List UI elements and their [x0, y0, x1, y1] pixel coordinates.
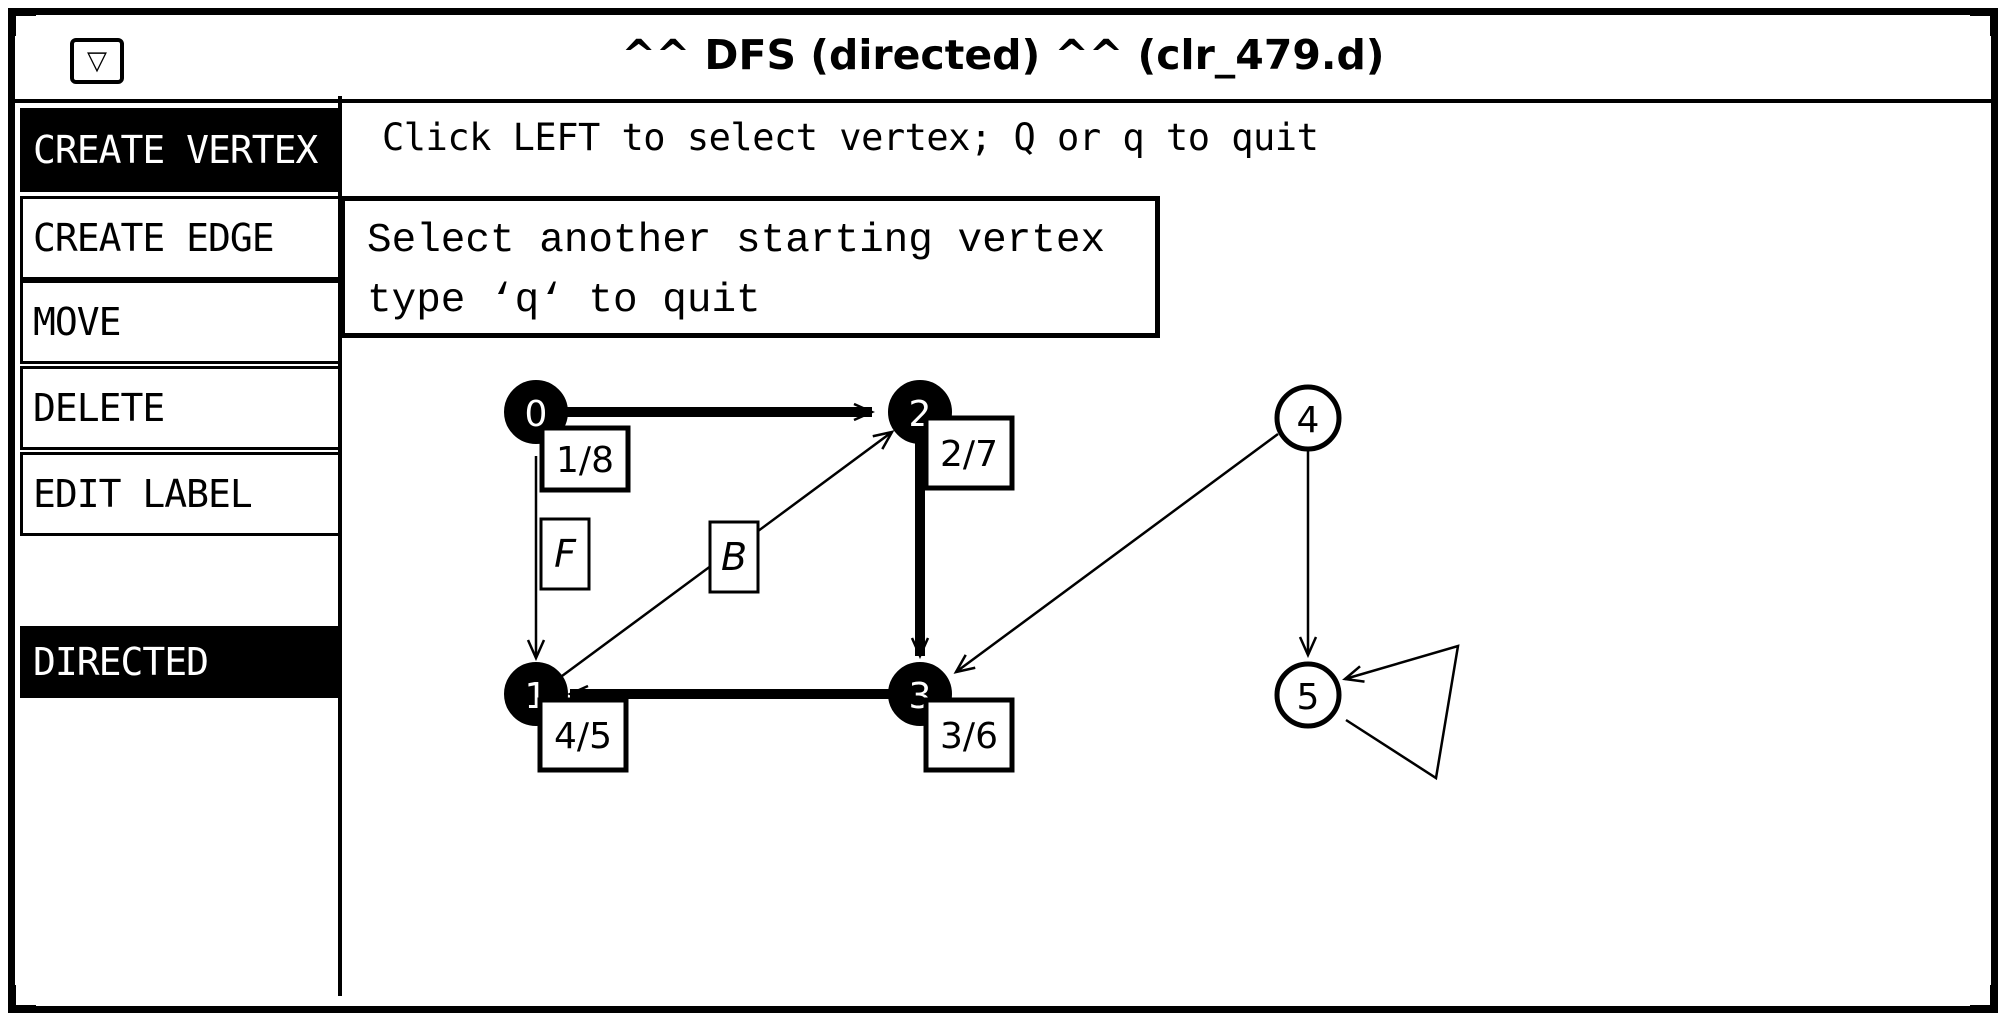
vertex-4-label: 4: [1297, 400, 1320, 441]
vertex-2-label: 2: [909, 394, 932, 435]
prompt-line-2: type ‘q‘ to quit: [367, 278, 761, 324]
tool-sidebar: CREATE VERTEX CREATE EDGE MOVE DELETE ED…: [20, 96, 342, 996]
edit-label-button[interactable]: EDIT LABEL: [20, 452, 338, 536]
edge-label-b[interactable]: B: [708, 520, 760, 594]
edge-5-5-self-loop[interactable]: [1345, 644, 1460, 781]
prompt-dialog: Select another starting vertex type ‘q‘ …: [340, 196, 1160, 338]
delete-button[interactable]: DELETE: [20, 366, 338, 450]
move-button[interactable]: MOVE: [20, 280, 338, 364]
edge-4-3[interactable]: [956, 432, 1279, 672]
directed-mode-toggle[interactable]: DIRECTED: [20, 626, 338, 698]
status-message: Click LEFT to select vertex; Q or q to q…: [382, 116, 1319, 159]
vertex-3[interactable]: 3: [888, 662, 952, 726]
vertex-3-label: 3: [909, 676, 932, 717]
prompt-line-1: Select another starting vertex: [367, 218, 1106, 264]
triangle-down-icon: ▽: [87, 46, 107, 76]
resize-corner-bottom-left[interactable]: [13, 985, 36, 1008]
vertex-1[interactable]: 1: [504, 662, 568, 726]
resize-corner-bottom-right[interactable]: [1970, 985, 1993, 1008]
window-title: ^^ DFS (directed) ^^ (clr_479.d): [621, 31, 1385, 79]
resize-corner-top-right[interactable]: [1970, 13, 1993, 36]
vertex-4[interactable]: 4: [1274, 384, 1342, 452]
create-edge-button[interactable]: CREATE EDGE: [20, 196, 338, 280]
edge-label-b-text: B: [721, 535, 747, 579]
window-menu-button[interactable]: ▽: [70, 38, 124, 84]
vertex-2[interactable]: 2: [888, 380, 952, 444]
edge-label-f-text: F: [554, 532, 577, 576]
edge-label-f[interactable]: F: [539, 517, 591, 591]
vertex-5-label: 5: [1297, 677, 1320, 718]
vertex-0-label: 0: [525, 394, 548, 435]
vertex-0[interactable]: 0: [504, 380, 568, 444]
title-bar: ▽ ^^ DFS (directed) ^^ (clr_479.d): [15, 15, 1991, 103]
resize-corner-top-left[interactable]: [13, 13, 36, 36]
vertex-1-label: 1: [525, 676, 548, 717]
create-vertex-button[interactable]: CREATE VERTEX: [20, 108, 338, 192]
vertex-5[interactable]: 5: [1274, 661, 1342, 729]
